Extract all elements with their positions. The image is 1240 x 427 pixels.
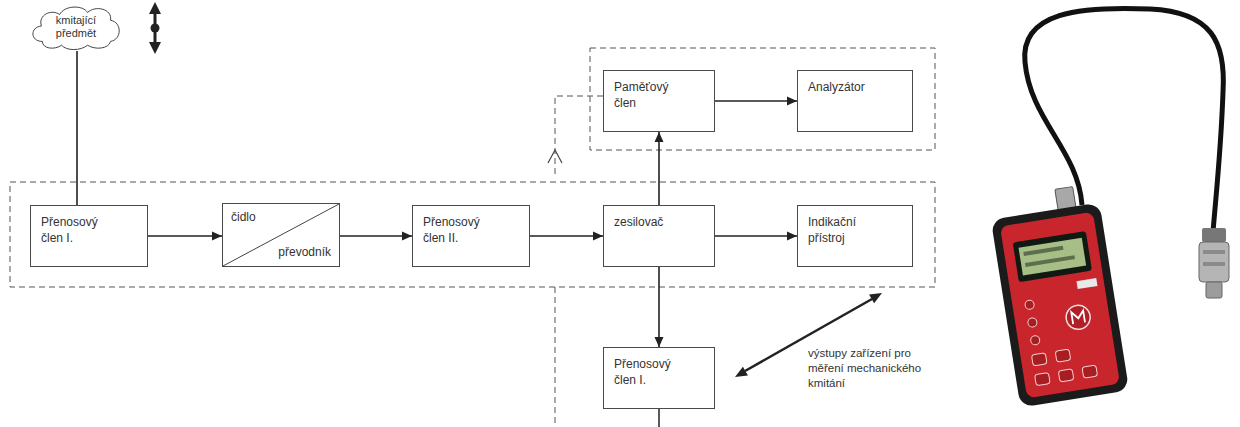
device <box>988 183 1129 408</box>
connector <box>655 267 664 347</box>
connector-ring <box>1203 262 1225 266</box>
memory-box: Paměťový člen <box>603 70 715 132</box>
text-wrap: Indikační přístroj <box>798 206 912 252</box>
box-label: zesilovač <box>614 215 663 231</box>
arrowhead <box>655 132 664 142</box>
open-arrowhead <box>548 150 562 163</box>
connector-line <box>715 100 797 102</box>
connector <box>715 97 797 106</box>
display-frame <box>1013 231 1092 282</box>
main-button-glyph <box>1071 310 1085 324</box>
box-label: Přenosový člen II. <box>423 215 501 246</box>
vibrometer-illustration <box>988 8 1229 407</box>
box-label: Indikační přístroj <box>808 215 886 246</box>
device-button <box>1027 317 1037 327</box>
arrowhead <box>212 232 222 241</box>
device-button <box>1031 353 1047 366</box>
connector <box>340 232 412 241</box>
connector <box>77 51 78 205</box>
amplifier-box: zesilovač <box>603 205 715 267</box>
text-wrap: Paměťový člen <box>604 71 714 117</box>
brand-mark <box>1076 278 1097 289</box>
connector <box>715 232 797 241</box>
arrowhead <box>593 232 603 241</box>
connector-line <box>658 132 660 205</box>
connector-line <box>658 267 660 347</box>
connector-body <box>1199 242 1229 282</box>
display <box>1019 238 1087 276</box>
device-body <box>991 203 1129 408</box>
connector-line <box>715 235 797 237</box>
device-face <box>1000 212 1120 399</box>
process-box: Přenosový člen II. <box>412 205 530 267</box>
device-button <box>1055 349 1071 362</box>
output-arrowhead <box>735 367 748 377</box>
box-label: Paměťový člen <box>614 80 692 111</box>
arrowhead <box>655 337 664 347</box>
display-line <box>1023 246 1063 256</box>
text-wrap: Přenosový člen II. <box>413 206 529 252</box>
device-button <box>1082 365 1098 378</box>
box-label: Analyzátor <box>808 80 865 96</box>
arrowhead <box>787 97 797 106</box>
converter-label: převodník <box>278 245 331 261</box>
output-line <box>658 409 660 427</box>
connector-ring <box>1203 250 1225 254</box>
box-label: Přenosový člen I. <box>614 357 692 388</box>
connector-nut <box>1202 228 1226 242</box>
dashed-line <box>555 287 556 427</box>
connector-line <box>148 235 222 237</box>
analyzer-box: Analyzátor <box>797 70 913 132</box>
device-button <box>1058 369 1074 382</box>
object-cloud: kmitající předmět <box>28 3 124 51</box>
text-wrap: Přenosový člen I. <box>31 206 147 252</box>
connector-tip <box>1206 282 1222 298</box>
connector <box>530 232 603 241</box>
sensor-label: čidlo <box>231 210 256 226</box>
device-button <box>1024 300 1034 310</box>
cloud-path <box>33 7 119 50</box>
box-label: Přenosový člen I. <box>41 215 119 246</box>
note-label: výstupy zařízení pro měření mechanického… <box>808 346 936 391</box>
text-wrap: zesilovač <box>604 206 714 237</box>
dashed-line <box>555 96 603 178</box>
dashed-region <box>10 182 935 287</box>
diagonal-divider <box>223 204 339 266</box>
device-button <box>1035 373 1051 386</box>
output-arrow <box>745 299 872 371</box>
output-arrowhead <box>869 293 882 303</box>
arrowhead <box>402 232 412 241</box>
arrowhead <box>787 232 797 241</box>
vibration-arrowhead <box>149 2 161 14</box>
dashed-region <box>590 48 935 150</box>
vibration-dot <box>151 24 160 33</box>
cable <box>1025 8 1224 232</box>
connector <box>148 232 222 241</box>
connector-line <box>76 51 78 205</box>
text-wrap: Analyzátor <box>798 71 912 102</box>
connector <box>655 132 664 205</box>
display-line <box>1025 255 1075 267</box>
process-box: Přenosový člen I. <box>603 347 715 409</box>
vibration-arrowhead <box>149 42 161 54</box>
object-label: kmitající předmět <box>40 14 112 40</box>
process-box: Přenosový člen I. <box>30 205 148 267</box>
connector-line <box>340 235 412 237</box>
text-wrap: Přenosový člen I. <box>604 348 714 394</box>
indicator-box: Indikační přístroj <box>797 205 913 267</box>
connector-line <box>530 235 603 237</box>
sensor-box: čidlo převodník <box>222 203 340 267</box>
device-button <box>1030 335 1040 345</box>
text-wrap: kmitající předmět <box>28 3 124 51</box>
main-button <box>1064 304 1091 331</box>
